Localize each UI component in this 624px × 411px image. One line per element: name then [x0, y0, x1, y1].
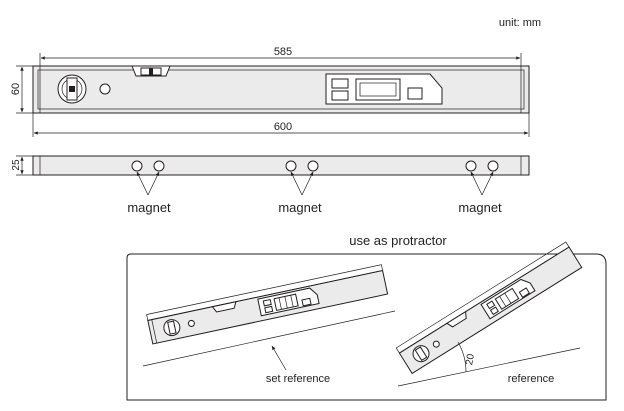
set-reference-leader [271, 345, 287, 371]
hanging-hole [99, 83, 111, 95]
level-left-end [151, 319, 158, 344]
rotary-vial-bubble [69, 86, 75, 92]
lcd-display [355, 78, 401, 101]
level-left-lcd-seg-3 [290, 295, 294, 307]
unit-note: unit: mm [499, 17, 541, 29]
magnet-label-1: magnet [127, 200, 171, 215]
front-view: 585 600 60 [10, 46, 530, 137]
level-left-top-face [146, 264, 384, 321]
level-left-btn-2 [264, 305, 274, 314]
top-vial-bubble [149, 68, 153, 75]
level-body-inner [37, 69, 525, 110]
magnet-label-3: magnet [458, 200, 502, 215]
level-right-lcd-seg-1 [499, 296, 507, 307]
reference-line-right [397, 347, 581, 387]
level-left-lcd-seg-1 [278, 297, 282, 310]
magnet-1b [153, 160, 165, 172]
magnet-label-2: magnet [278, 200, 322, 215]
level-left-lcd-seg-2 [284, 296, 288, 309]
level-left-btn-3 [301, 297, 312, 307]
magnet-leader-3b [481, 171, 494, 196]
lcd-screen [359, 82, 397, 97]
level-right-btn-2 [489, 306, 499, 316]
magnet-3a [465, 160, 477, 172]
magnet-1a [131, 160, 143, 172]
level-right-top-face [395, 241, 570, 354]
level-right-hole [432, 340, 440, 348]
magnet-leader-2a [290, 171, 303, 196]
magnet-leader-1a [136, 171, 149, 196]
magnet-leader-3a [470, 171, 483, 196]
magnet-leader-2b [301, 171, 314, 196]
dim-25-label: 25 [11, 159, 22, 171]
level-left-hole [187, 319, 195, 327]
button-2 [331, 90, 349, 101]
protractor-frame [126, 253, 607, 401]
level-right-top-vial [445, 310, 467, 328]
level-right-rotary-window [414, 346, 428, 362]
protractor-panel: set reference 20 reference [126, 241, 607, 401]
dim-60-label: 60 [10, 83, 22, 95]
magnet-leader-1b [147, 171, 160, 196]
magnet-2a [285, 160, 297, 172]
level-right-lcd [494, 287, 520, 310]
angle-label: 20 [464, 353, 477, 366]
level-set-reference [146, 264, 389, 345]
level-left-rotary-window [167, 320, 177, 335]
magnet-2b [307, 160, 319, 172]
bottom-view: magnet magnet magnet 25 [11, 155, 530, 215]
protractor-title: use as protractor [349, 233, 447, 248]
level-tilted [395, 241, 583, 375]
dim-585-label: 585 [274, 46, 292, 58]
reference-line-left [142, 310, 396, 367]
level-right-lcd-seg-2 [504, 292, 512, 304]
reference-label: reference [508, 373, 554, 385]
level-left-btn-1 [262, 298, 272, 307]
angle-arc [457, 341, 467, 373]
dim-600-label: 600 [274, 121, 292, 133]
magnet-3b [487, 160, 499, 172]
set-reference-label: set reference [266, 373, 330, 385]
level-right-btn-3 [518, 287, 531, 298]
level-left-top-vial [211, 301, 237, 313]
button-1 [331, 78, 349, 89]
level-body-bottom [32, 155, 530, 176]
button-3 [407, 87, 423, 100]
level-body-front [32, 65, 530, 114]
level-right-btn-1 [486, 300, 496, 310]
